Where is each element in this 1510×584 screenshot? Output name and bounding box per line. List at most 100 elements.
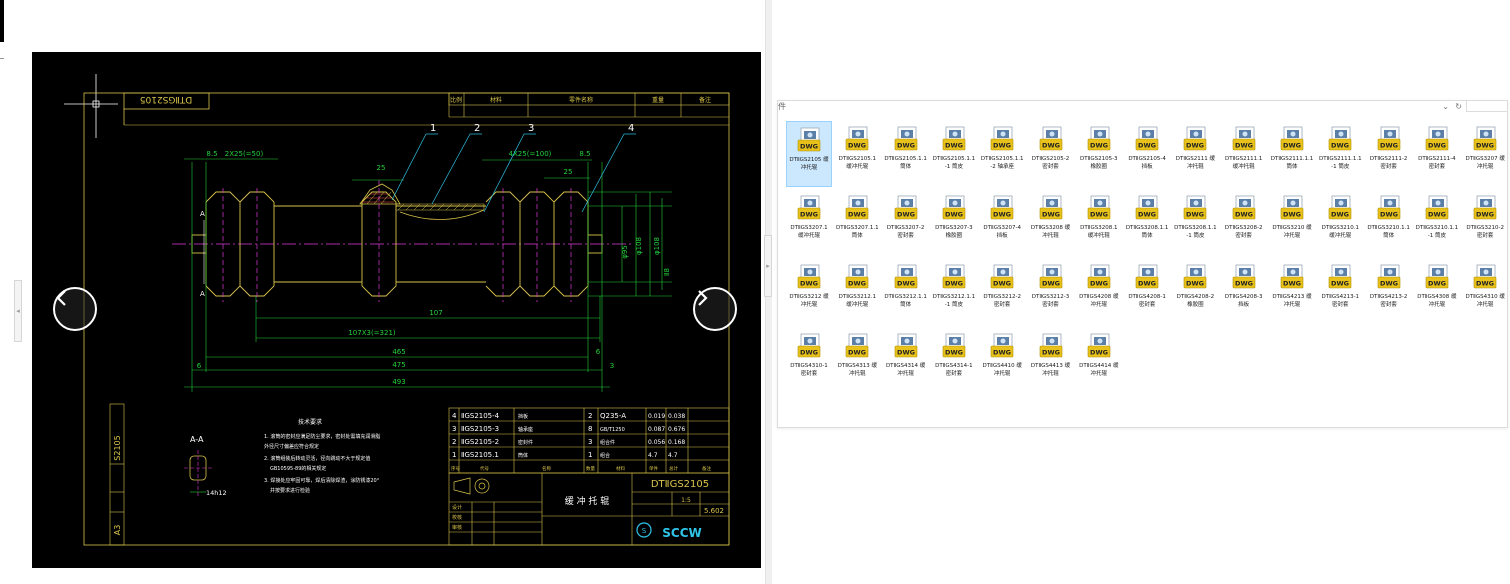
refresh-icon[interactable]: ↻ [1455, 102, 1462, 111]
svg-text:DWG: DWG [993, 349, 1011, 357]
dwg-file-icon: DWG [1039, 333, 1062, 358]
tb-checked: 校核 [452, 514, 462, 521]
chevron-right-icon [698, 290, 708, 306]
file-name: DTⅡGS2111-2 密封套 [1369, 156, 1408, 170]
svg-text:DWG: DWG [1090, 349, 1108, 357]
prev-image-button[interactable] [53, 287, 97, 331]
file-item[interactable]: DWG DTⅡGS2111-2 密封套 [1366, 121, 1412, 187]
dwg-file-icon: DWG [1087, 264, 1111, 289]
title-scale: 1:5 [681, 497, 691, 504]
dwg-file-icon: DWG [1377, 126, 1400, 151]
header-col-4: 重量 [652, 96, 664, 104]
search-input[interactable] [1466, 101, 1507, 112]
bom-row2-w2: 0.676 [668, 426, 685, 433]
svg-text:DWG: DWG [1283, 280, 1301, 288]
dwg-file-icon: DWG [1280, 126, 1304, 151]
note-line-1: 1. 滚筒的密封应满足防尘要求，密封处需填充润滑脂 [264, 433, 380, 440]
cad-drawing-viewer: DTⅡGS2105 比例 材料 零件名称 重量 备注 [32, 52, 761, 568]
file-name: DTⅡGS3212-2 密封套 [983, 294, 1021, 308]
file-item[interactable]: DWG DTⅡGS3212-2 密封套 [979, 259, 1025, 325]
dwg-file-icon: DWG [1473, 126, 1497, 151]
svg-text:DWG: DWG [1042, 280, 1060, 288]
file-name: DTⅡGS2105.1.1-1 筒皮 [932, 156, 976, 170]
next-image-button[interactable] [693, 287, 737, 331]
file-name: DTⅡGS4314 缓冲托辊 [885, 363, 926, 377]
svg-text:DWG: DWG [848, 349, 866, 357]
svg-text:DWG: DWG [1186, 142, 1204, 150]
mirrored-title: DTⅡGS2105 [140, 94, 192, 104]
dwg-file-icon: DWG [1328, 264, 1352, 289]
chevron-down-icon[interactable]: ⌄ [1442, 102, 1449, 111]
dwg-file-icon: DWG [1039, 195, 1062, 220]
svg-text:DWG: DWG [993, 280, 1011, 288]
file-name: DTⅡGS2105.1.1 筒体 [884, 156, 927, 170]
file-item[interactable]: DWG DTⅡGS2111.1.1-1 筒皮 [1317, 121, 1363, 187]
crosshair-cursor [64, 74, 118, 138]
dwg-file-icon: DWG [797, 264, 821, 289]
svg-text:DWG: DWG [800, 211, 818, 219]
file-name: DTⅡGS2111.1.1-1 筒皮 [1319, 156, 1362, 170]
file-name: DTⅡGS3210.1.1-1 筒皮 [1415, 225, 1459, 239]
dwg-file-icon: DWG [990, 333, 1014, 358]
bom-h-qty: 数量 [586, 465, 595, 472]
divider-handle[interactable]: ▸ [764, 235, 772, 297]
svg-text:DWG: DWG [1042, 211, 1060, 219]
svg-text:DWG: DWG [945, 349, 963, 357]
file-name: DTⅡGS4208-2 橡胶圈 [1176, 294, 1215, 308]
svg-text:DWG: DWG [1380, 142, 1398, 150]
svg-text:DWG: DWG [1090, 142, 1108, 150]
left-edge-handle[interactable]: ◂ [14, 280, 22, 342]
svg-text:DWG: DWG [800, 143, 818, 151]
svg-text:DWG: DWG [1331, 142, 1349, 150]
